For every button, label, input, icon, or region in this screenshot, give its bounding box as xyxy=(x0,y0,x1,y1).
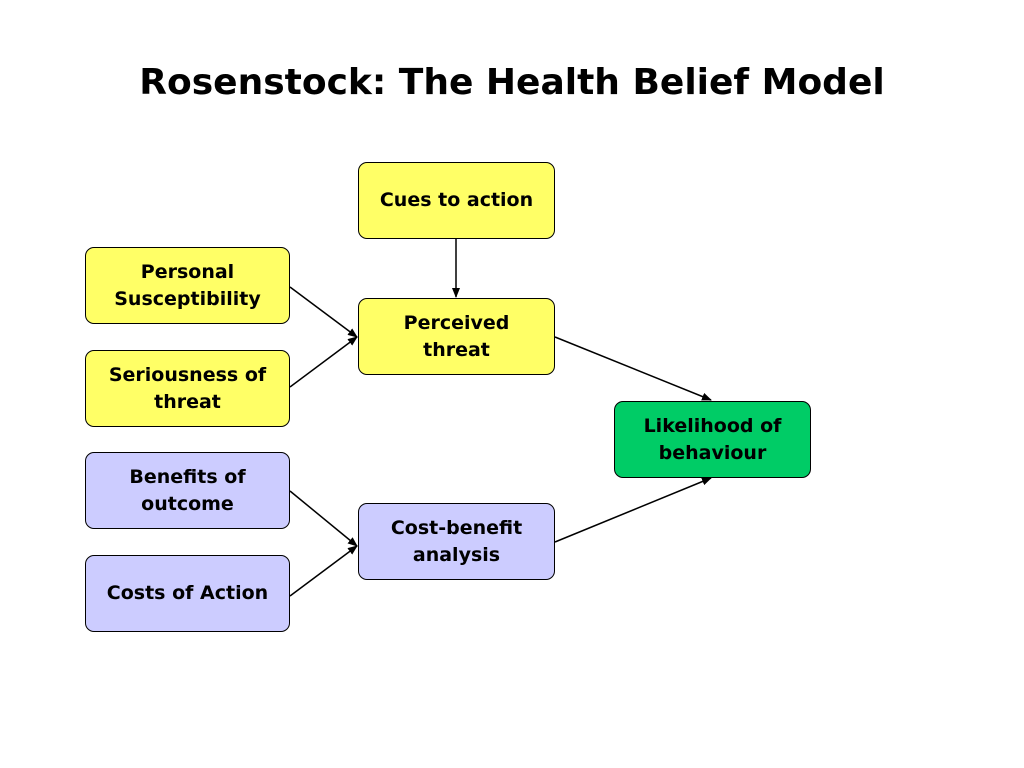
arrow-seriousness-to-perceived-threat xyxy=(289,336,358,388)
arrow-susceptibility-to-perceived-threat xyxy=(289,286,358,338)
node-perceived-threat: Perceived threat xyxy=(358,298,555,375)
node-likelihood-of-behaviour: Likelihood of behaviour xyxy=(614,401,811,478)
node-costs-of-action: Costs of Action xyxy=(85,555,290,632)
node-benefits-of-outcome: Benefits of outcome xyxy=(85,452,290,529)
page-title: Rosenstock: The Health Belief Model xyxy=(139,62,885,103)
arrow-perceived-threat-to-likelihood xyxy=(554,336,712,401)
arrow-costs-to-cost-benefit xyxy=(289,545,358,597)
node-seriousness-of-threat: Seriousness of threat xyxy=(85,350,290,427)
node-cues-to-action: Cues to action xyxy=(358,162,555,239)
node-personal-susceptibility: Personal Susceptibility xyxy=(85,247,290,324)
arrow-benefits-to-cost-benefit xyxy=(289,490,358,547)
node-cost-benefit-analysis: Cost-benefit analysis xyxy=(358,503,555,580)
arrow-cost-benefit-to-likelihood xyxy=(554,477,712,543)
